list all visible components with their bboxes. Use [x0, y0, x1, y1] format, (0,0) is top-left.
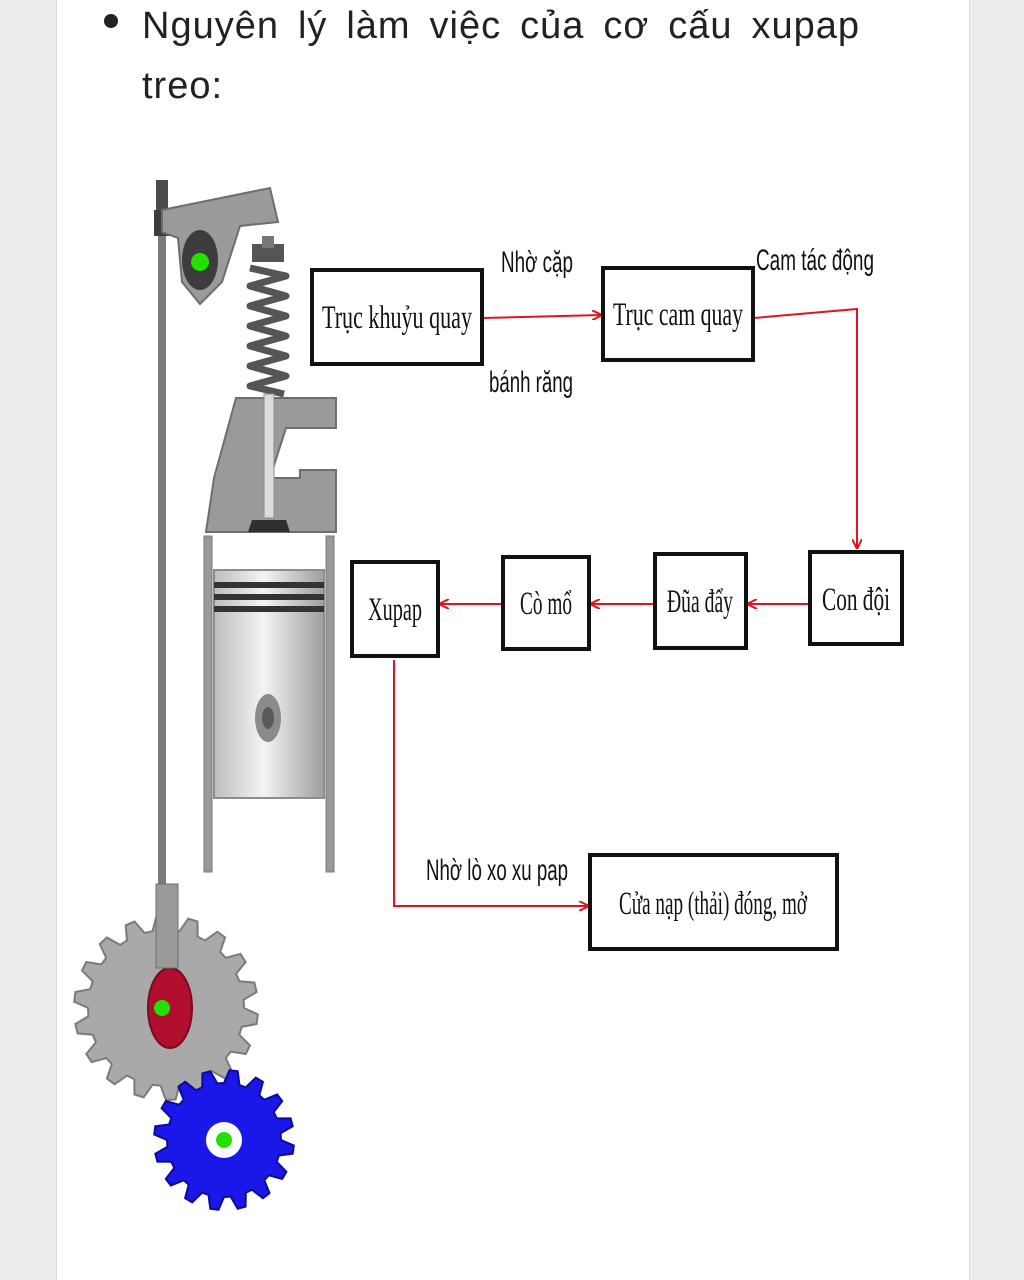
label-con-doi: Con đội: [822, 582, 890, 618]
rocker-pivot-center-icon: [191, 253, 209, 271]
piston-ring-2: [214, 594, 324, 600]
crank-gear-center-icon: [216, 1132, 232, 1148]
note-cam-tac-dong: Cam tác động: [756, 244, 874, 277]
valve-stem: [263, 393, 275, 519]
arrow-valve-to-port: [393, 660, 588, 906]
cylinder-wall-left: [203, 535, 213, 873]
engine-illustration: [73, 180, 337, 1211]
piston: [213, 569, 325, 799]
flow-box-dua-day: Đũa đẩy: [653, 552, 748, 650]
note-banh-rang: bánh răng: [489, 366, 573, 399]
flow-box-co-mo: Cò mổ: [501, 555, 591, 651]
tappet: [155, 883, 179, 969]
flow-box-truc-cam: Trục cam quay: [601, 266, 755, 362]
arrow-crank-to-cam: [481, 315, 601, 318]
piston-ring-1: [214, 582, 324, 588]
piston-pin-center: [262, 707, 274, 729]
label-cua-nap: Cửa nạp (thải) đóng, mở: [619, 886, 807, 922]
flow-box-con-doi: Con đội: [808, 550, 904, 646]
spring-cap-top: [262, 236, 274, 248]
push-rod-end: [156, 180, 168, 210]
piston-ring-3: [214, 606, 324, 612]
valve-spring: [246, 264, 290, 398]
spring-cap: [252, 244, 284, 262]
label-truc-khuyu: Trục khuỷu quay: [322, 300, 472, 336]
push-rod: [158, 200, 166, 920]
flow-arrows: [393, 307, 857, 906]
cam-center-icon: [154, 1000, 170, 1016]
label-truc-cam: Trục cam quay: [613, 297, 743, 333]
note-nho-cap: Nhờ cặp: [501, 246, 573, 279]
valve-head: [248, 520, 290, 532]
note-nho-lo-xo: Nhờ lò xo xu pap: [426, 854, 568, 887]
bullet-dot-icon: [104, 14, 118, 28]
flow-box-xupap: Xupap: [350, 560, 440, 658]
bullet-text: Nguyên lý làm việc của cơ cấu xupap treo…: [142, 5, 860, 107]
cylinder-wall-right: [325, 535, 335, 873]
label-co-mo: Cò mổ: [520, 586, 572, 622]
arrow-cam-to-tappet: [753, 307, 857, 548]
flow-box-cua-nap: Cửa nạp (thải) đóng, mở: [588, 853, 839, 951]
label-dua-day: Đũa đẩy: [667, 584, 733, 620]
flow-box-truc-khuyu: Trục khuỷu quay: [310, 268, 484, 366]
label-xupap: Xupap: [368, 592, 422, 628]
